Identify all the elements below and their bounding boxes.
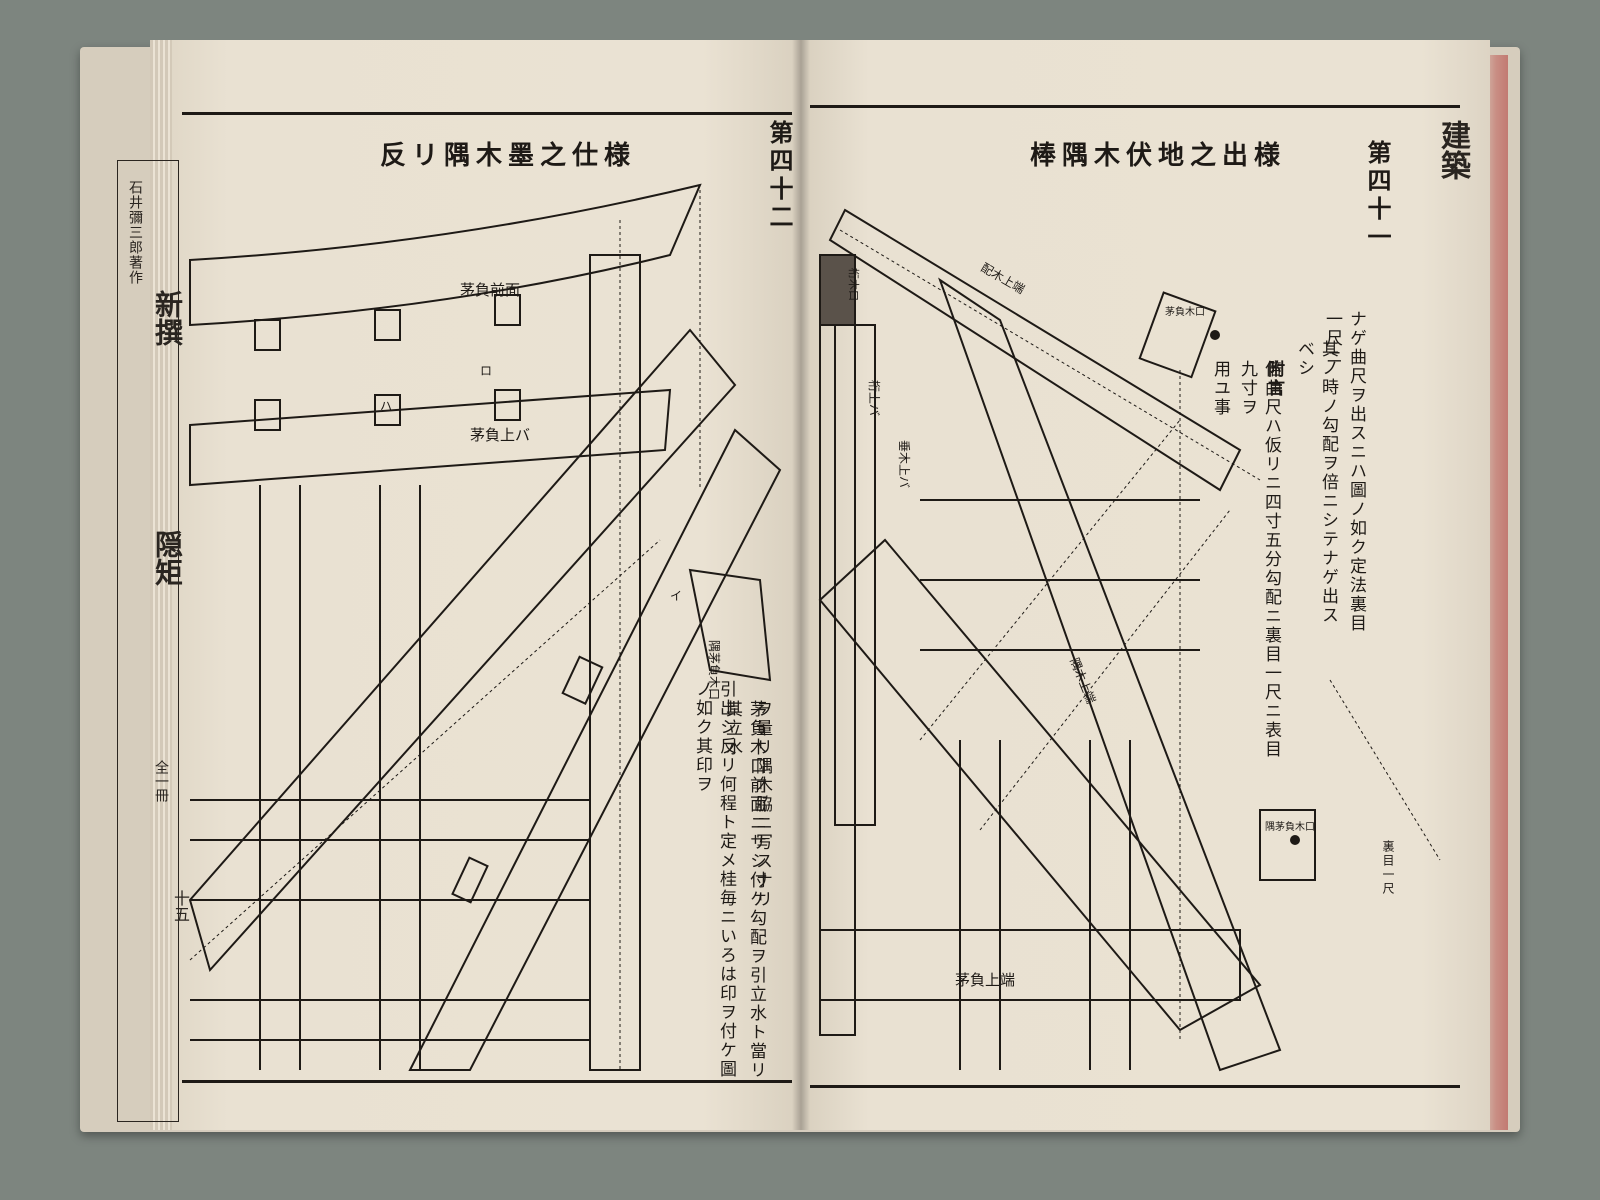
label-kogi: 隅茅負木口 xyxy=(707,640,721,700)
note-right-4: 倍曲尺ハ仮リニ四寸五分勾配ニ裏目一尺ニ表目九寸ヲ xyxy=(1237,360,1281,759)
keta-post xyxy=(819,254,856,1036)
note-right-2: 其ノ時ノ勾配ヲ倍ニシテナゲ出スベシ xyxy=(1294,340,1338,625)
page-title: 反リ隅木墨之仕様 xyxy=(380,141,637,171)
kogi-box-bottom xyxy=(1259,809,1316,881)
label-upper: 茅負上バ xyxy=(470,426,530,444)
section-number: 第四十二 xyxy=(765,120,794,232)
label-keta-top: 桁上バ xyxy=(867,380,881,416)
sumi-beam xyxy=(938,277,1282,1072)
top-rule xyxy=(182,112,792,115)
note-left-3: ヲ量リ隅木脇ニ写スナリ xyxy=(752,700,772,909)
upper-beam xyxy=(189,388,672,487)
label-sumi-kogi: 隅茅負木口 xyxy=(1265,821,1315,833)
note-left-1: 引出シ反リ何程ト定メ桂毎ニいろは印ヲ付ケ圖ノ如ク其印ヲ xyxy=(692,680,736,1079)
label-kayaoi-kogi: 茅負木口 xyxy=(1165,306,1205,318)
kogi-box-top xyxy=(1138,291,1217,379)
hip-beam xyxy=(188,328,737,973)
page-title-r: 棒隅木伏地之出様 xyxy=(1030,141,1287,171)
label-kayaoi: 茅負上端 xyxy=(955,971,1015,989)
label-haigi: 配木上端 xyxy=(979,260,1028,296)
top-rule-r xyxy=(810,105,1460,108)
section-number-r: 第四十一 xyxy=(1363,140,1392,252)
mark-i: イ xyxy=(670,589,682,603)
right-page: 第四十一 棒隅木伏地之出様 建築 xyxy=(800,40,1490,1130)
strip-author: 石井彌三郎著作 xyxy=(127,180,143,285)
hip-beam-2 xyxy=(408,428,782,1071)
left-diagram: 茅負前面 茅負上バ ロ ハ イ 隅茅負木口 xyxy=(188,183,782,1071)
label-keta-kogi: 桁木口 xyxy=(847,268,861,301)
strip-volume: 全一冊 xyxy=(153,760,169,802)
bottom-rule-r xyxy=(810,1085,1460,1088)
label-front: 茅負前面 xyxy=(460,281,520,299)
mark-ro: ロ xyxy=(480,364,492,378)
book-spine xyxy=(792,40,810,1130)
mark-ha: ハ xyxy=(380,399,392,413)
note-right-1: ナゲ曲尺ヲ出スニハ圖ノ如ク定法裏目一尺ニ xyxy=(1322,310,1366,633)
right-diagram: 茅負上端 桁木口 桁上バ 配木上端 隅木上端 垂木上バ 茅負木口 隅茅負木口 xyxy=(818,208,1441,1072)
note-right-5: 用ユ事 xyxy=(1210,360,1230,417)
header-right: 建築 xyxy=(1435,120,1470,180)
strip-subtitle: 隠矩 xyxy=(151,530,184,586)
label-sumi: 隅木上端 xyxy=(1067,656,1098,706)
strip-title: 新撰 xyxy=(151,290,184,346)
corner-note: 裏目一尺 xyxy=(1381,840,1395,896)
page-marker: 十五 xyxy=(171,890,190,922)
note-right-3: 附言 xyxy=(1264,360,1284,398)
left-page: 第四十二 反リ隅木墨之仕様 xyxy=(150,40,800,1130)
diag-beam xyxy=(818,538,1262,1032)
page-stack xyxy=(150,40,172,1130)
bottom-rule xyxy=(182,1080,792,1083)
label-taruki: 垂木上バ xyxy=(897,440,911,488)
front-beam xyxy=(189,183,702,327)
title-strip-box xyxy=(117,160,179,1122)
title-strip: 石井彌三郎著作 新撰 隠矩 全一冊 xyxy=(95,110,185,1122)
kayaoi-top xyxy=(819,929,1241,1001)
note-left-2: 茅負木口前面ニサシ付ケ勾配ヲ引立水ト當リ其立水 xyxy=(722,700,766,1080)
haigi-beam xyxy=(828,208,1242,492)
